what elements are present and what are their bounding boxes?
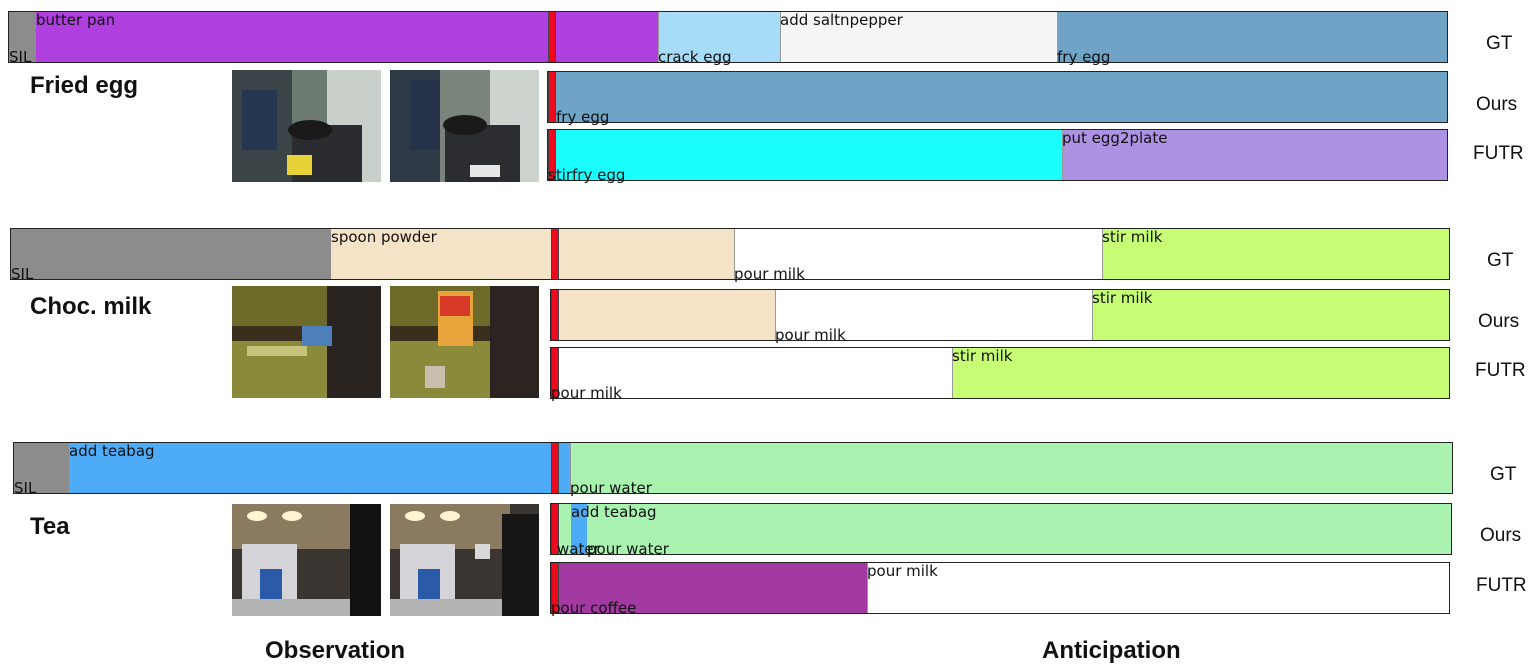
row-label-ours: Ours (1480, 525, 1522, 546)
kitchen-frame-image (390, 70, 539, 182)
row-label-ours: Ours (1476, 94, 1518, 115)
segment (9, 12, 36, 62)
observation-frame (390, 286, 539, 398)
example-title: Tea (30, 513, 70, 540)
segment-label: pour water (570, 479, 652, 497)
row-label-futr: FUTR (1473, 143, 1524, 164)
segment-label: pour water (587, 540, 669, 558)
kitchen-frame-image (390, 286, 539, 398)
segment-label: pour milk (551, 384, 622, 402)
segment (658, 12, 780, 62)
anticipation-caption: Anticipation (1042, 637, 1181, 664)
row-label-futr: FUTR (1476, 575, 1527, 596)
futr-bar: stirfry egg put egg2plate (547, 129, 1448, 184)
segment (548, 12, 658, 62)
segment-label: stirfry egg (548, 166, 626, 184)
futr-bar: pour coffee pour milk (550, 562, 1450, 617)
observation-end-marker (551, 443, 559, 493)
segment-label: fry egg (556, 108, 610, 126)
segment-label: fry egg (1057, 48, 1111, 66)
kitchen-frame-image (390, 504, 539, 616)
observation-frame (390, 70, 539, 182)
segment (1102, 229, 1449, 279)
observation-end-marker (548, 12, 556, 62)
segment (1092, 290, 1449, 340)
segment-label: SIL (9, 48, 32, 66)
segment (587, 504, 1451, 554)
ours-bar: water add teabag pour water (550, 503, 1452, 558)
kitchen-frame-image (232, 70, 381, 182)
segment-label: pour milk (734, 265, 805, 283)
futr-bar: pour milk stir milk (550, 347, 1450, 402)
example-title: Fried egg (30, 72, 139, 99)
gt-bar: SIL add teabag pour water (13, 442, 1453, 497)
segment-label: stir milk (1102, 228, 1163, 246)
segment (550, 229, 734, 279)
segment (331, 229, 550, 279)
segment (734, 229, 1102, 279)
observation-frame (232, 286, 381, 398)
segment-label: SIL (14, 479, 37, 497)
ours-bar: fry egg (547, 71, 1448, 126)
ours-bar: pour milk stir milk (550, 289, 1450, 344)
row-label-ours: Ours (1478, 311, 1520, 332)
segment-label: pour coffee (551, 599, 637, 617)
observation-end-marker (551, 504, 559, 554)
gt-bar: SIL spoon powder pour milk stir milk (10, 228, 1450, 283)
segment-label: add teabag (571, 503, 657, 521)
segment-label: stir milk (952, 347, 1013, 365)
observation-frame (232, 504, 381, 616)
segment (780, 12, 1057, 62)
segment (14, 443, 69, 493)
observation-end-marker (551, 229, 559, 279)
observation-frame (232, 70, 381, 182)
row-label-gt: GT (1486, 33, 1513, 54)
gt-bar: SIL butter pan crack egg add saltnpepper… (8, 11, 1448, 66)
segment (548, 130, 1062, 180)
segment (551, 348, 952, 398)
row-label-gt: GT (1490, 464, 1517, 485)
segment-label: crack egg (658, 48, 732, 66)
observation-end-marker (548, 72, 556, 122)
segment (1057, 12, 1447, 62)
segment-label: put egg2plate (1062, 129, 1168, 147)
segment (551, 290, 775, 340)
segment-label: pour milk (867, 562, 938, 580)
segment (952, 348, 1449, 398)
segment-label: SIL (11, 265, 34, 283)
row-label-futr: FUTR (1475, 360, 1526, 381)
segment (570, 443, 1452, 493)
segment (867, 563, 1449, 613)
segment (69, 443, 551, 493)
segment-label: stir milk (1092, 289, 1153, 307)
observation-end-marker (548, 130, 556, 180)
observation-end-marker (551, 348, 559, 398)
segment-label: add saltnpepper (780, 11, 903, 29)
kitchen-frame-image (232, 504, 381, 616)
segment (775, 290, 1092, 340)
segment (36, 12, 548, 62)
segment-label: spoon powder (331, 228, 437, 246)
segment-label: butter pan (36, 11, 116, 29)
segment-label: water (557, 540, 600, 558)
observation-frame (390, 504, 539, 616)
segment (551, 563, 867, 613)
segment (571, 504, 587, 554)
kitchen-frame-image (232, 286, 381, 398)
row-label-gt: GT (1487, 250, 1514, 271)
observation-end-marker (551, 290, 559, 340)
segment-label: add teabag (69, 442, 155, 460)
segment (548, 72, 1447, 122)
observation-end-marker (551, 563, 559, 613)
segment (1062, 130, 1447, 180)
segment-label: pour milk (775, 326, 846, 344)
segment (11, 229, 331, 279)
observation-caption: Observation (265, 637, 406, 664)
example-title: Choc. milk (30, 293, 152, 320)
